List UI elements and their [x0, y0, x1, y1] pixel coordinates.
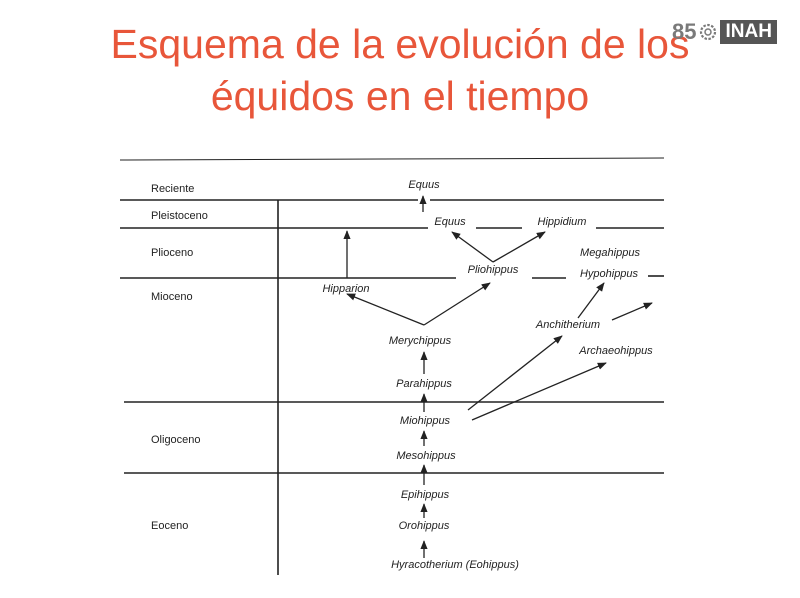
lineage-arrows: [343, 195, 653, 558]
taxon-hyracotherium: Hyracotherium (Eohippus): [391, 559, 519, 571]
taxon-pliohippus: Pliohippus: [468, 264, 519, 276]
taxon-hypohippus: Hypohippus: [580, 268, 639, 280]
taxon-orohippus: Orohippus: [399, 520, 450, 532]
slide-title: Esquema de la evolución de los équidos e…: [0, 18, 800, 122]
logo-text: INAH: [720, 20, 777, 44]
era-pleistoceno: Pleistoceno: [151, 210, 208, 222]
arrow-miohippus-anchitherium: [467, 335, 563, 411]
arrow-merychippus-pliohippus: [423, 282, 491, 326]
era-plioceno: Plioceno: [151, 247, 193, 259]
taxon-merychippus: Merychippus: [389, 335, 452, 347]
taxon-labels: Equus Equus Hippidium Megahippus Pliohip…: [322, 179, 653, 571]
arrow-pliohippus-equus: [451, 231, 494, 263]
era-labels: Reciente Pleistoceno Plioceno Mioceno Ol…: [151, 183, 208, 532]
era-mioceno: Mioceno: [151, 291, 193, 303]
taxon-archaeohippus: Archaeohippus: [578, 345, 653, 357]
era-eoceno: Eoceno: [151, 520, 188, 532]
taxon-equus-recent: Equus: [408, 179, 440, 191]
arrow-merychippus-hipparion: [346, 293, 425, 326]
arrow-anchitherium-lineage: [611, 302, 653, 321]
slide-title-line-2: équidos en el tiempo: [210, 73, 590, 119]
arrow-miohippus-archaeohippus: [471, 362, 607, 421]
top-border-line: [119, 157, 665, 161]
inah-logo: 85 INAH: [672, 20, 777, 44]
taxon-miohippus: Miohippus: [400, 415, 451, 427]
arrow-anchitherium-hypohippus: [577, 282, 605, 319]
slide-title-line-1: Esquema de la evolución de los: [110, 21, 690, 67]
logo-number: 85: [672, 19, 697, 44]
era-oligoceno: Oligoceno: [151, 434, 201, 446]
timeline-grid: [119, 157, 665, 575]
gear-icon: [700, 23, 717, 41]
taxon-parahippus: Parahippus: [396, 378, 452, 390]
taxon-megahippus: Megahippus: [580, 247, 640, 259]
taxon-epihippus: Epihippus: [401, 489, 450, 501]
arrow-pliohippus-hippidium: [492, 231, 546, 263]
era-reciente: Reciente: [151, 183, 194, 195]
taxon-anchitherium: Anchitherium: [535, 319, 600, 331]
taxon-hippidium: Hippidium: [538, 216, 587, 228]
taxon-hipparion: Hipparion: [322, 283, 369, 295]
taxon-mesohippus: Mesohippus: [396, 450, 456, 462]
taxon-equus-pleistocene: Equus: [434, 216, 466, 228]
